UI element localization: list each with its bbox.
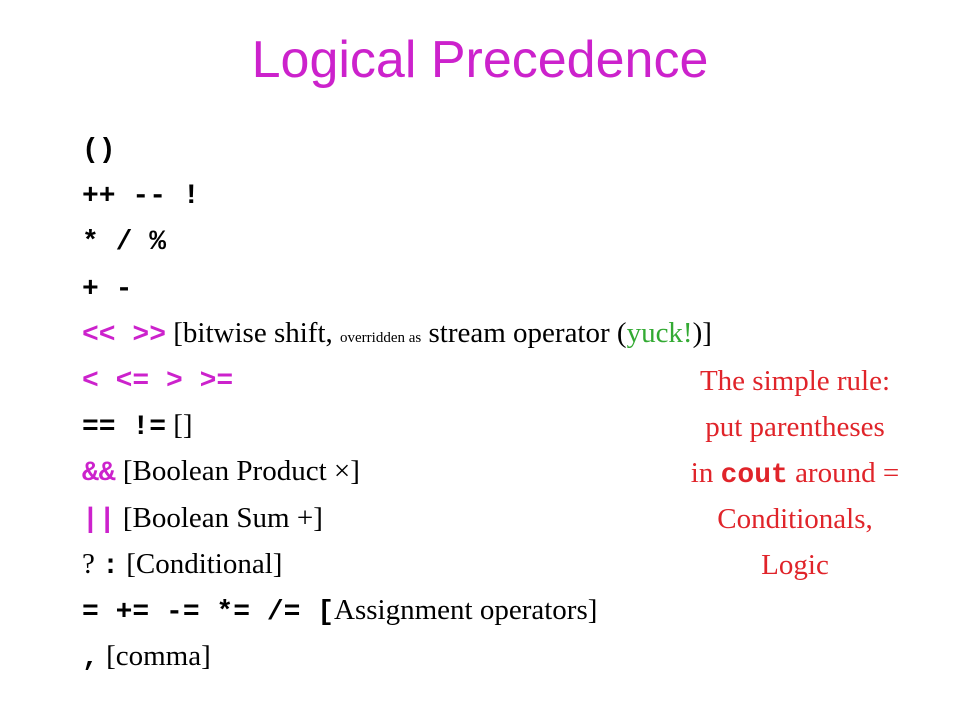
- note: []: [173, 409, 193, 442]
- operators: << >>: [82, 319, 167, 351]
- rule-line: Logic: [761, 549, 829, 581]
- row-conditional: ? : [Conditional]: [82, 541, 712, 587]
- rule-text: in: [690, 457, 714, 489]
- operators: * / %: [82, 227, 167, 259]
- note-small: overridden as: [340, 329, 422, 346]
- row-comma: , [comma]: [82, 633, 712, 679]
- row-multiplicative: * / %: [82, 217, 712, 263]
- row-shift: << >> [bitwise shift, overridden as stre…: [82, 310, 712, 356]
- operator-colon: :: [102, 550, 119, 582]
- operators: == !=: [82, 412, 167, 444]
- operators: ,: [82, 643, 99, 675]
- operators: = += -= *= /= [: [82, 596, 335, 628]
- row-relational: < <= > >=: [82, 356, 712, 402]
- note: Assignment operators]: [334, 593, 598, 626]
- row-logical-and: && [Boolean Product ×]: [82, 448, 712, 494]
- note: [comma]: [106, 640, 211, 673]
- simple-rule-callout: The simple rule: put parentheses in cout…: [640, 358, 950, 588]
- slide-title: Logical Precedence: [251, 31, 709, 89]
- rule-line: The simple rule:: [699, 365, 891, 397]
- operators: (): [82, 135, 116, 166]
- rule-text: around =: [795, 457, 900, 489]
- operator-question: ?: [82, 547, 95, 580]
- row-parentheses: (): [82, 125, 712, 171]
- operators: ++ -- !: [82, 181, 200, 213]
- row-unary: ++ -- !: [82, 171, 712, 217]
- note: [Boolean Sum +]: [122, 501, 323, 534]
- note: [Boolean Product ×]: [122, 455, 360, 488]
- operators: < <= > >=: [82, 365, 234, 397]
- row-equality: == != []: [82, 402, 712, 448]
- row-logical-or: || [Boolean Sum +]: [82, 495, 712, 541]
- rule-line: Conditionals,: [717, 503, 873, 535]
- row-additive: + -: [82, 264, 712, 310]
- note: [Conditional]: [126, 547, 283, 580]
- rule-code: cout: [720, 460, 788, 491]
- rule-line: in cout around =: [640, 450, 950, 496]
- operators: &&: [82, 458, 116, 490]
- note: [bitwise shift,: [173, 316, 333, 349]
- row-assignment: = += -= *= /= [Assignment operators]: [82, 587, 712, 633]
- note-yuck: yuck!: [626, 316, 693, 349]
- rule-line: put parentheses: [705, 411, 885, 443]
- note: )]: [692, 316, 712, 349]
- operators: + -: [82, 273, 133, 305]
- precedence-list: () ++ -- ! * / % + - << >> [bitwise shif…: [82, 125, 712, 679]
- note: stream operator (: [428, 316, 627, 349]
- operators: ||: [82, 504, 116, 536]
